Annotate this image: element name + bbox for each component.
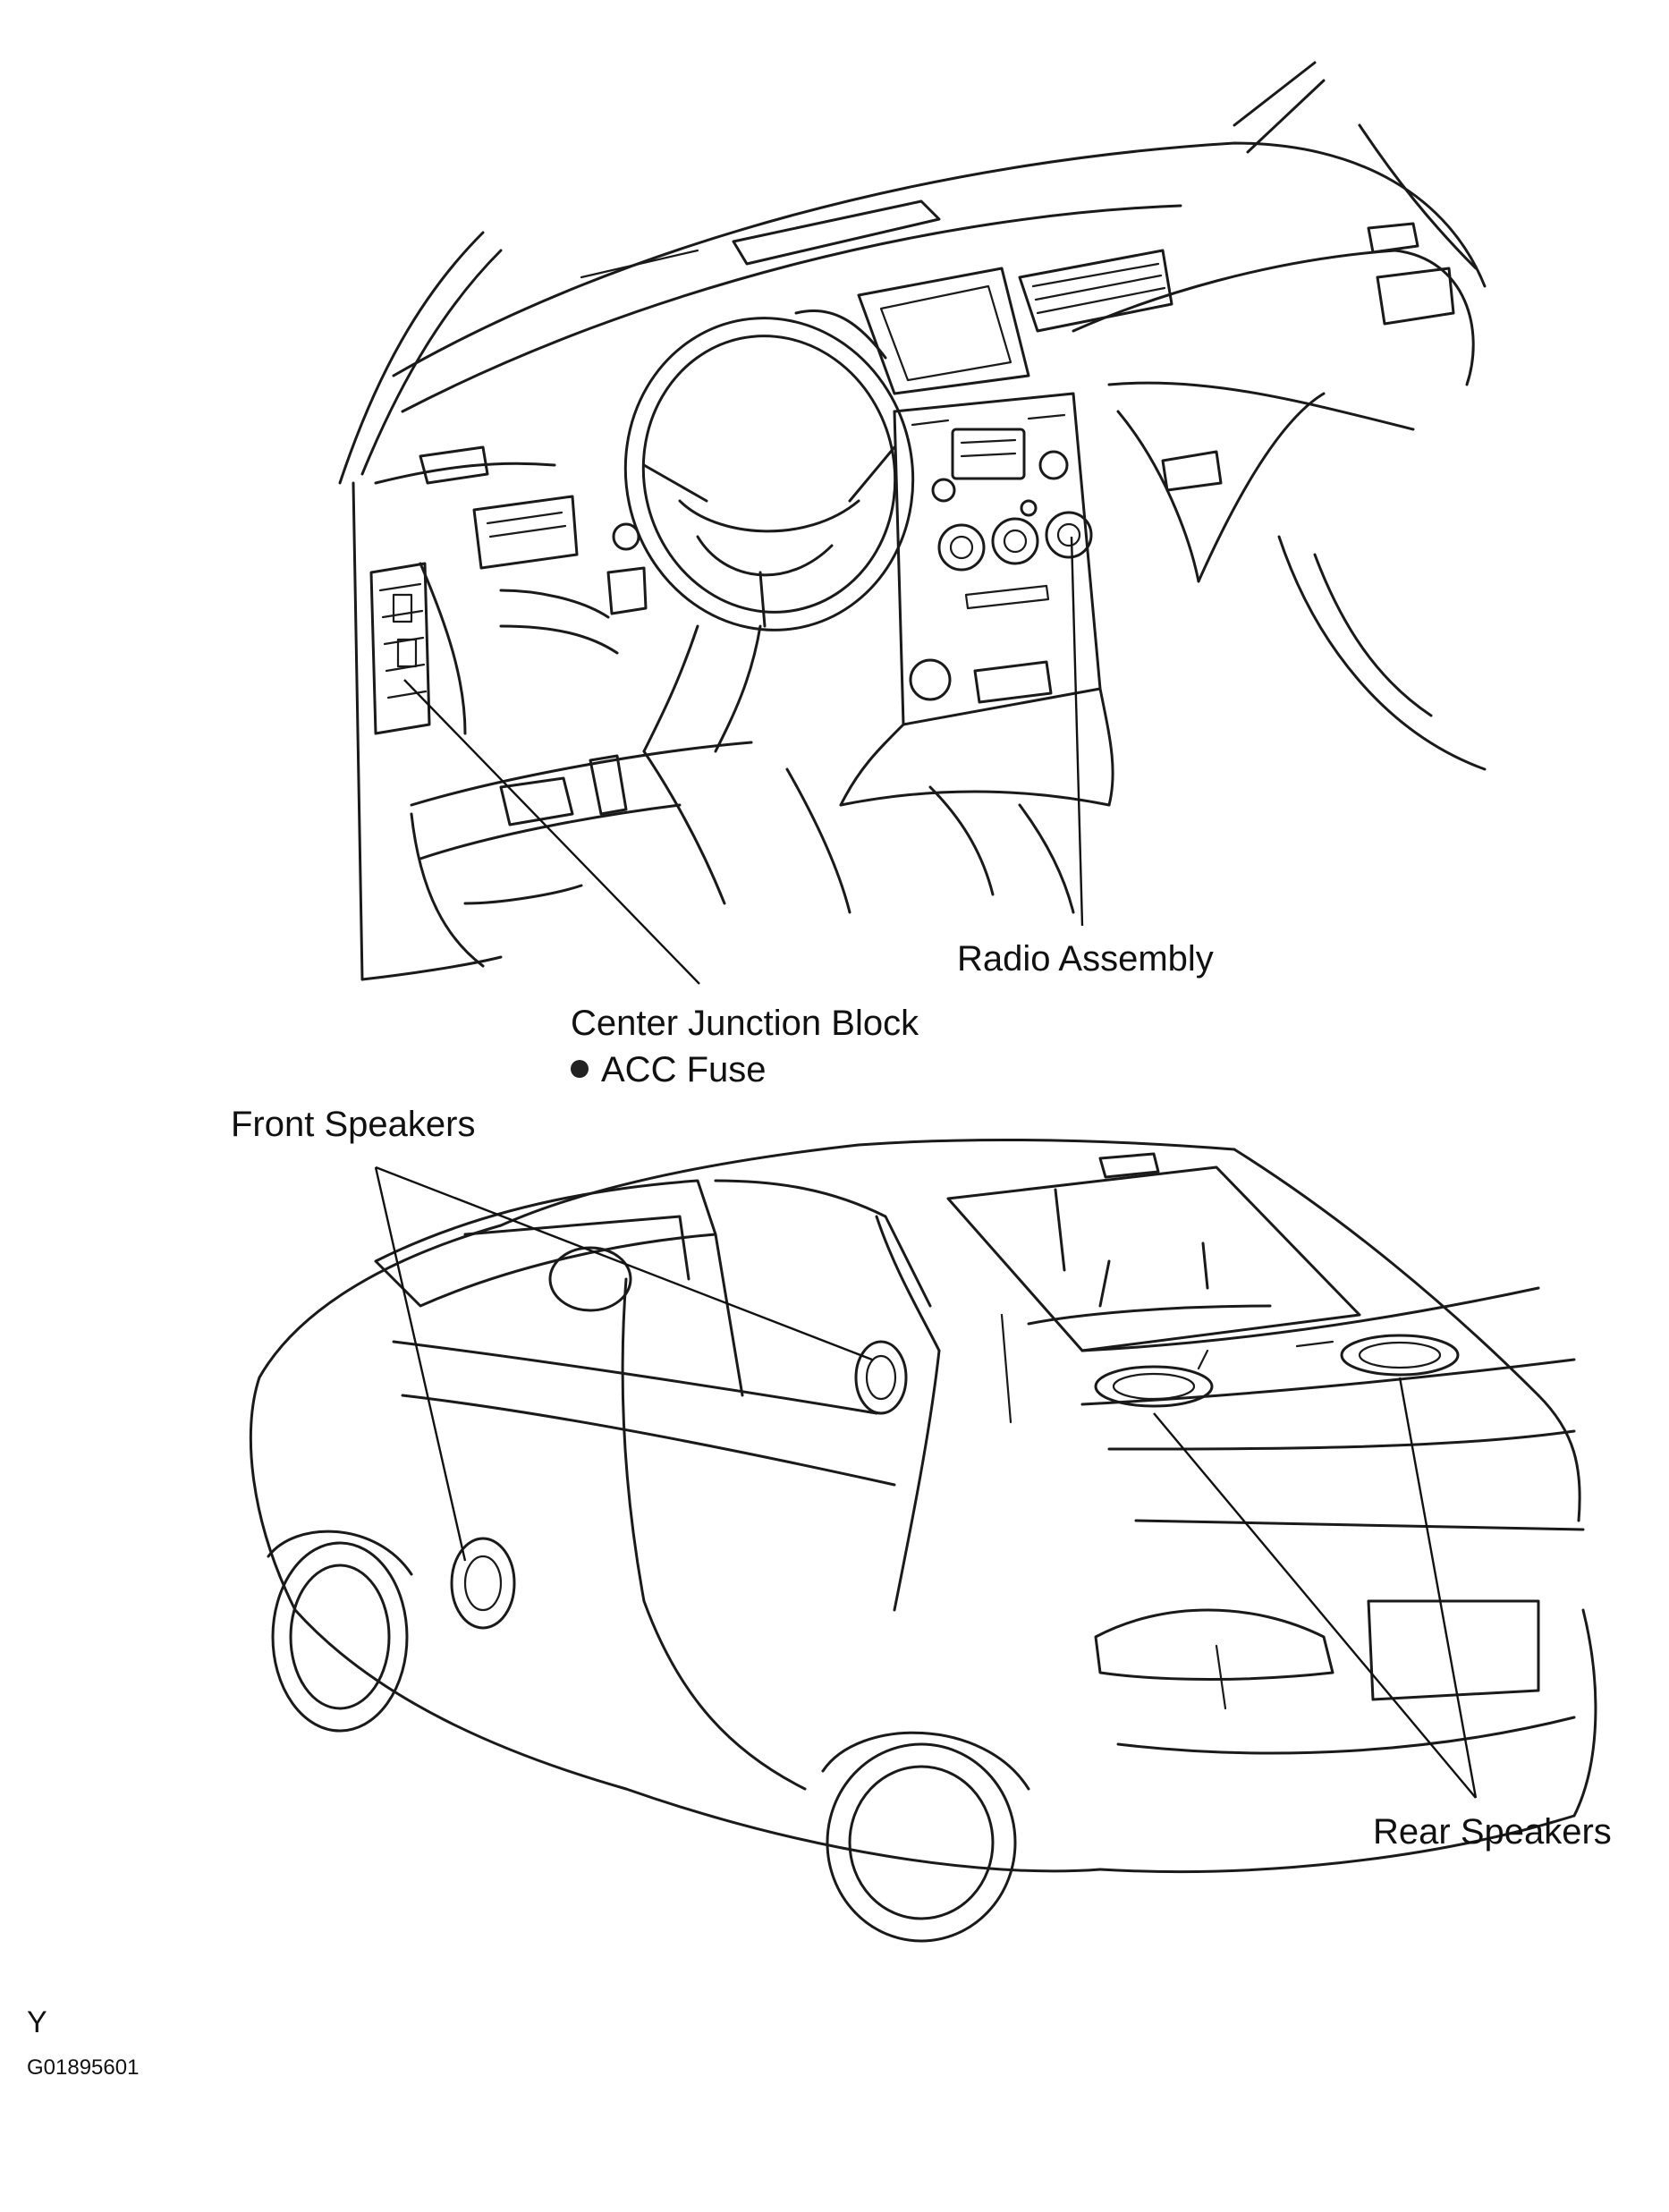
radio-assembly-label: Radio Assembly [957,939,1214,979]
center-junction-block-label: Center Junction Block [571,1004,919,1043]
acc-fuse-label: ACC Fuse [601,1050,767,1089]
rear-speakers-label: Rear Speakers [1373,1812,1612,1852]
figure-id: G01895601 [27,2055,140,2080]
acc-fuse-line: ACC Fuse [571,1048,767,1091]
code-letter: Y [27,2005,47,2039]
vehicle-illustration [249,1139,1597,1943]
dashboard-illustration [338,61,1487,985]
bullet-icon [571,1060,589,1078]
front-speakers-label: Front Speakers [231,1105,476,1144]
